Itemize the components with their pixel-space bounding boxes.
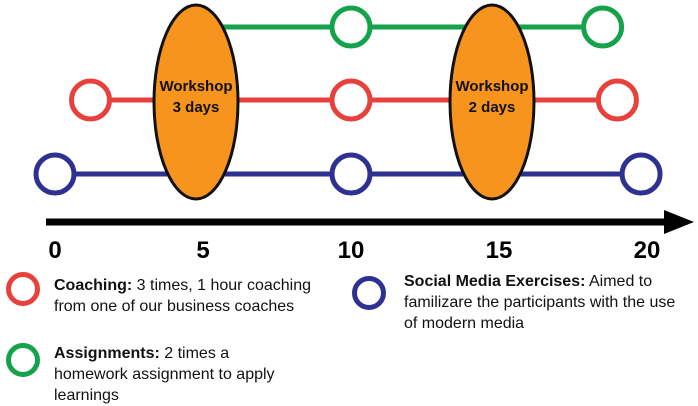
legend-coaching-text: Coaching: 3 times, 1 hour coaching from … (54, 275, 346, 317)
coaching-circle-3 (595, 78, 639, 122)
legend-coaching-title: Coaching: (54, 277, 133, 294)
workshop-duration: 2 days (469, 99, 516, 116)
legend-coaching-description: 3 times, 1 hour coaching from one of our… (54, 277, 311, 315)
assignments-circle-1 (329, 5, 373, 49)
social-media-ring-icon (352, 276, 386, 310)
workshops: Workshop 3 days Workshop 2 days (152, 3, 536, 201)
legend-assignments-text: Assignments: 2 times a homework assignme… (54, 343, 306, 406)
assignments-ring-icon (6, 343, 40, 377)
social_media-circle-3 (619, 152, 663, 196)
legend-coaching: Coaching: 3 times, 1 hour coaching from … (6, 272, 346, 317)
legend-assignments-title: Assignments: (54, 345, 160, 362)
social_media-circle-1 (33, 152, 77, 196)
legend-social-media-title: Social Media Exercises: (404, 273, 586, 290)
legend-social-media-description: Aimed to familizare the participants wit… (404, 273, 676, 332)
tick-label: 0 (48, 237, 61, 264)
coaching-ring-icon (6, 272, 40, 306)
social_media-circle-2 (329, 152, 373, 196)
workshop-ellipse (448, 3, 536, 201)
tick-label: 10 (338, 237, 365, 264)
assignments-circle-2 (581, 5, 625, 49)
tick-label: 20 (634, 237, 661, 264)
coaching-circle-2 (329, 78, 373, 122)
workshop-label: Workshop (455, 78, 528, 95)
workshop-duration: 3 days (173, 99, 220, 116)
legend-assignments: Assignments: 2 times a homework assignme… (6, 343, 306, 406)
tick-label: 15 (486, 237, 513, 264)
workshop-2: Workshop 2 days (448, 3, 536, 201)
legend-social-media-text: Social Media Exercises: Aimed to familiz… (404, 271, 692, 334)
coaching-circle-1 (69, 78, 113, 122)
timeline-axis (46, 210, 694, 234)
axis-arrowhead (664, 210, 694, 234)
legend-social-media: Social Media Exercises: Aimed to familiz… (352, 271, 692, 334)
track-circles (33, 5, 663, 196)
tick-labels: 0 5 10 15 20 (48, 237, 660, 264)
workshop-ellipse (152, 3, 240, 201)
tick-label: 5 (196, 237, 209, 264)
workshop-label: Workshop (159, 78, 232, 95)
workshop-1: Workshop 3 days (152, 3, 240, 201)
